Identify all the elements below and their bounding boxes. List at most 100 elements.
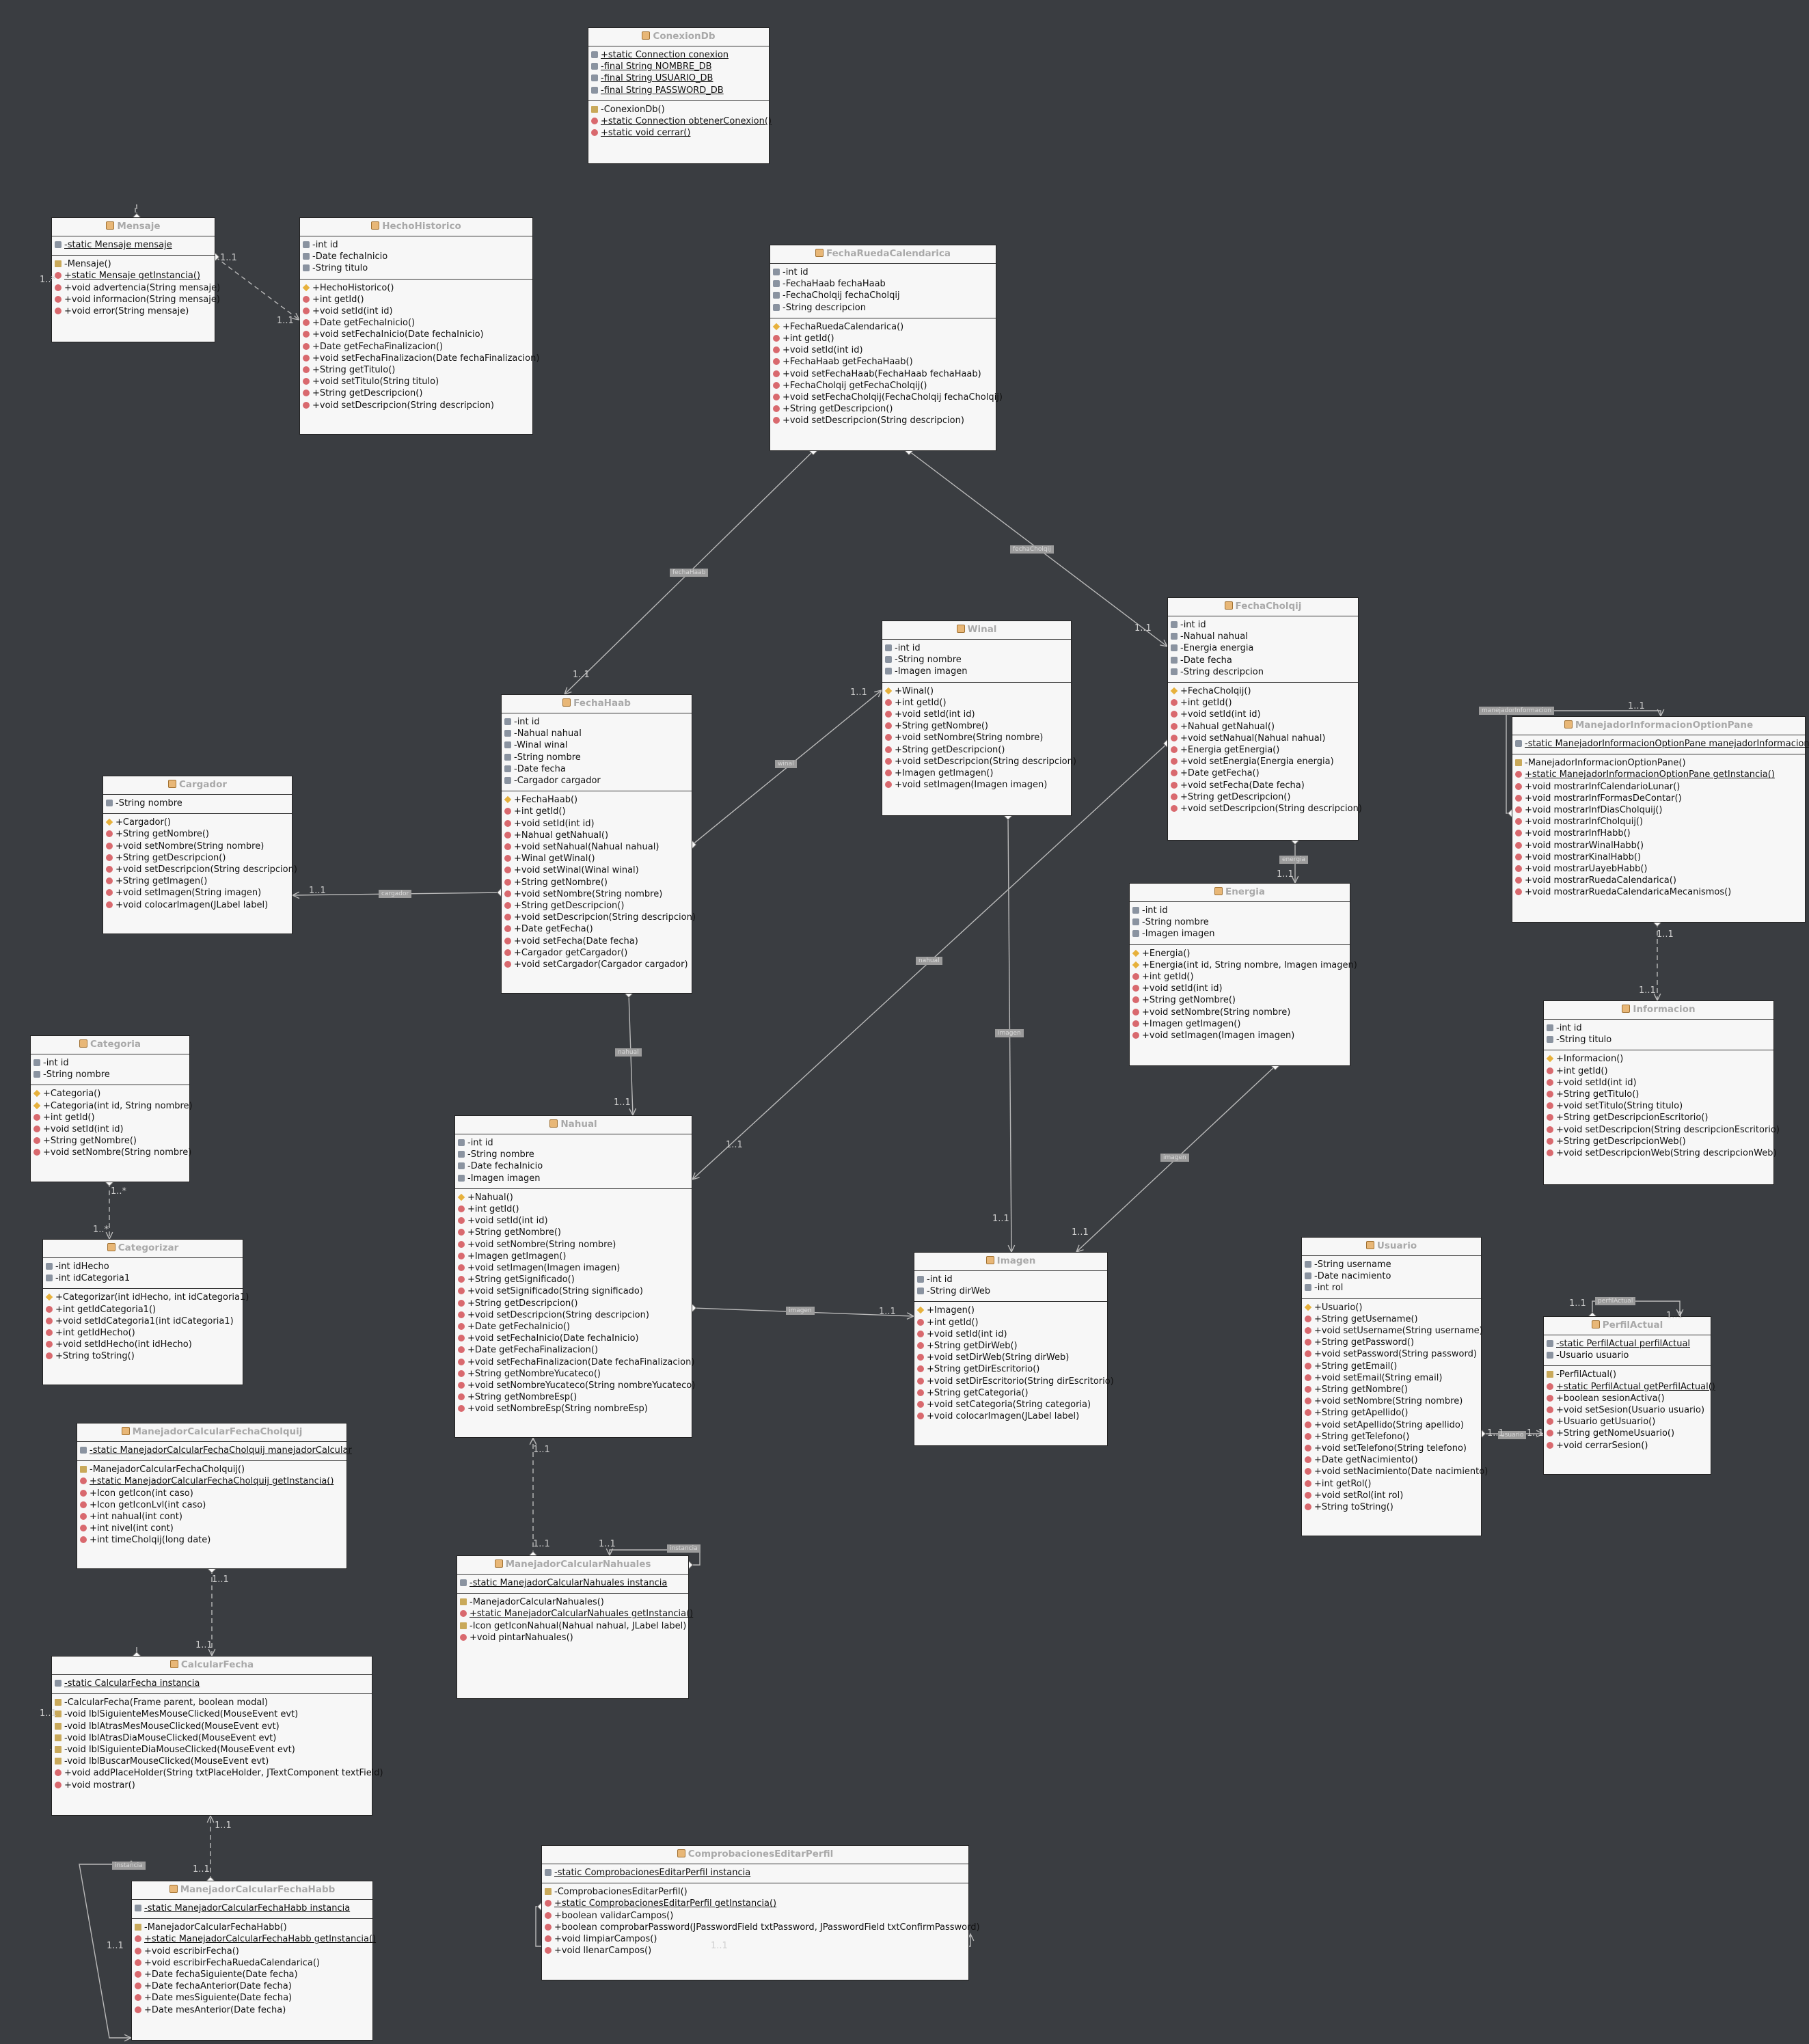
public-method-icon (55, 1769, 62, 1777)
public-method-icon (33, 1137, 40, 1145)
multiplicity-label: 1..1 (711, 1941, 728, 1951)
public-method-icon (135, 1959, 141, 1966)
operation-row: -void lblAtrasMesMouseClicked(MouseEvent… (55, 1721, 369, 1732)
operation-text: +void setFecha(Date fecha) (514, 936, 638, 946)
attribute-text: -int id (514, 717, 540, 727)
class-categoria[interactable]: Categoria-int id-String nombre+Categoria… (30, 1035, 193, 1182)
public-method-icon (458, 1346, 465, 1354)
public-method-icon (1547, 1078, 1553, 1086)
attribute-row: -String nombre (458, 1149, 689, 1160)
operation-text: +void setImagen(Imagen imagen) (1142, 1031, 1295, 1041)
attribute-text: -int id (1556, 1023, 1582, 1033)
class-name: ManejadorCalcularFechaCholquij (132, 1426, 303, 1437)
operation-text: +Date getFechaInicio() (467, 1322, 571, 1333)
class-winal[interactable]: Winal-int id-String nombre-Imagen imagen… (882, 621, 1076, 816)
class-conexiondb[interactable]: ConexionDb+static Connection conexion-fi… (588, 27, 772, 164)
public-method-icon (917, 1413, 924, 1420)
operation-text: +void setNombreYucateco(String nombreYuc… (467, 1380, 696, 1391)
multiplicity-label: 1..1 (1666, 1311, 1683, 1321)
attribute-row: -int id (1547, 1022, 1771, 1034)
class-manejadorcalcularnahuales[interactable]: ManejadorCalcularNahuales-static Manejad… (457, 1555, 693, 1699)
operation-row: +void mostrarInfHabb() (1515, 828, 1802, 839)
class-name: FechaCholqij (1235, 601, 1302, 612)
class-manejadorcalcularfechahabb[interactable]: ManejadorCalcularFechaHabb-static Maneja… (131, 1881, 376, 2041)
operation-text: +Cargador() (115, 817, 171, 828)
class-manejadorcalcularfechacholquij[interactable]: ManejadorCalcularFechaCholquij-static Ma… (77, 1423, 352, 1569)
operation-row: +boolean comprobarPassword(JPasswordFiel… (545, 1922, 980, 1933)
class-title: Informacion (1544, 1001, 1773, 1020)
class-energia[interactable]: Energia-int id-String nombre-Imagen imag… (1129, 883, 1357, 1066)
operation-row: -ComprobacionesEditarPerfil() (545, 1886, 966, 1898)
class-manejadorinformacionoptionpane[interactable]: ManejadorInformacionOptionPane -static Ma… (1512, 716, 1809, 923)
attribute-text: -int id (927, 1275, 953, 1285)
operation-text: +Categorizar(int idHecho, int idCategori… (55, 1292, 249, 1303)
operation-text: +void setFechaHaab(FechaHaab fechaHaab) (783, 368, 981, 379)
operation-text: +int getId() (895, 697, 947, 708)
operation-text: +void setId(int id) (514, 818, 595, 829)
operation-text: +String getNombreEsp() (467, 1392, 577, 1403)
class-fechacholqij[interactable]: FechaCholqij-int id-Nahual nahual-Energi… (1167, 597, 1362, 841)
public-method-icon (1515, 877, 1522, 884)
attribute-row: -String nombre (106, 798, 289, 809)
class-fechahaab[interactable]: FechaHaab-int id-Nahual nahual-Winal win… (501, 694, 696, 994)
operation-text: +void addPlaceHolder(String txtPlaceHold… (64, 1768, 383, 1779)
class-fecharuedacalendarica[interactable]: FechaRuedaCalendarica-int id-FechaHaab f… (770, 245, 1003, 451)
public-method-icon (1132, 996, 1139, 1004)
private-method-icon (1515, 759, 1522, 767)
operation-text: -ComprobacionesEditarPerfil() (554, 1887, 688, 1898)
class-calcularfecha[interactable]: CalcularFecha-static CalcularFecha insta… (51, 1656, 383, 1816)
class-comprobacioneseditarperfil[interactable]: ComprobacionesEditarPerfil-static Compro… (541, 1845, 980, 1980)
operation-row: +void setId(int id) (773, 344, 993, 356)
operation-text: +Categoria(int id, String nombre) (43, 1100, 193, 1111)
operation-text: +Date mesSiguiente(Date fecha) (144, 1993, 293, 2004)
public-method-icon (55, 295, 62, 303)
class-imagen[interactable]: Imagen-int id-String dirWeb+Imagen()+int… (914, 1252, 1114, 1446)
class-nahual[interactable]: Nahual-int id-String nombre-Date fechaIn… (454, 1115, 696, 1438)
public-method-icon (135, 1971, 141, 1978)
operation-text: +String getNombreYucateco() (467, 1368, 601, 1379)
public-method-icon (885, 781, 892, 789)
public-method-icon (458, 1358, 465, 1365)
operation-row: +void setUsername(String username) (1305, 1325, 1483, 1337)
class-cargador[interactable]: Cargador-String nombre+Cargador()+String… (103, 776, 297, 934)
operation-row: +void informacion(String mensaje) (55, 294, 220, 305)
class-icon (1564, 720, 1573, 728)
class-perfilactual[interactable]: PerfilActual-static PerfilActual perfilA… (1543, 1316, 1715, 1475)
public-method-icon (303, 366, 310, 374)
operation-row: +void mostrarUayebHabb() (1515, 863, 1802, 875)
class-usuario[interactable]: Usuario-String username-Date nacimiento-… (1301, 1237, 1488, 1536)
attributes-section: -int id-String titulo (1544, 1020, 1773, 1050)
class-categorizar[interactable]: Categorizar-int idHecho-int idCategoria1… (42, 1239, 249, 1385)
class-icon (549, 1119, 558, 1128)
public-method-icon (80, 1525, 87, 1532)
attribute-row: -static ManejadorInformacionOptionPane m… (1515, 738, 1809, 750)
field-icon (135, 1905, 141, 1911)
attributes-section: -static ManejadorCalcularNahuales instan… (457, 1575, 688, 1593)
operation-text: +void setFechaInicio(Date fechaInicio) (467, 1333, 639, 1344)
attribute-text: -Winal winal (514, 740, 568, 751)
operation-text: +int getRol() (1314, 1478, 1372, 1489)
operation-text: +void setFecha(Date fecha) (1180, 780, 1305, 791)
class-hechohistorico[interactable]: HechoHistorico-int id-Date fechaInicio-S… (299, 217, 539, 435)
association-label: perfilActual (1595, 1297, 1636, 1305)
class-mensaje[interactable]: Mensaje-static Mensaje mensaje-Mensaje()… (51, 217, 220, 342)
public-method-icon (504, 867, 511, 874)
operation-text: +void setId(int id) (1556, 1077, 1637, 1088)
operation-text: +void colocarImagen(JLabel label) (927, 1411, 1080, 1422)
operations-section: -ComprobacionesEditarPerfil()+static Com… (542, 1883, 980, 1961)
multiplicity-label: 1..1 (879, 1307, 896, 1317)
operation-text: +void setId(int id) (312, 306, 393, 317)
class-name: ManejadorInformacionOptionPane (1575, 720, 1754, 731)
operation-text: +Date getFechaFinalizacion() (312, 341, 444, 352)
class-informacion[interactable]: Informacion-int id-String titulo+Informa… (1543, 1000, 1780, 1185)
operation-text: +void setWinal(Winal winal) (514, 865, 639, 876)
class-icon (169, 1885, 178, 1893)
multiplicity-label: 1..1 (533, 1539, 550, 1549)
public-method-icon (504, 808, 511, 815)
arrowhead-icon (529, 1436, 537, 1445)
attribute-row: -Nahual nahual (504, 728, 689, 739)
operation-row: +Energia getEnergia() (1171, 744, 1355, 756)
attribute-text: -String descripcion (783, 302, 866, 313)
private-method-icon (55, 1746, 62, 1754)
class-name: PerfilActual (1602, 1320, 1663, 1331)
